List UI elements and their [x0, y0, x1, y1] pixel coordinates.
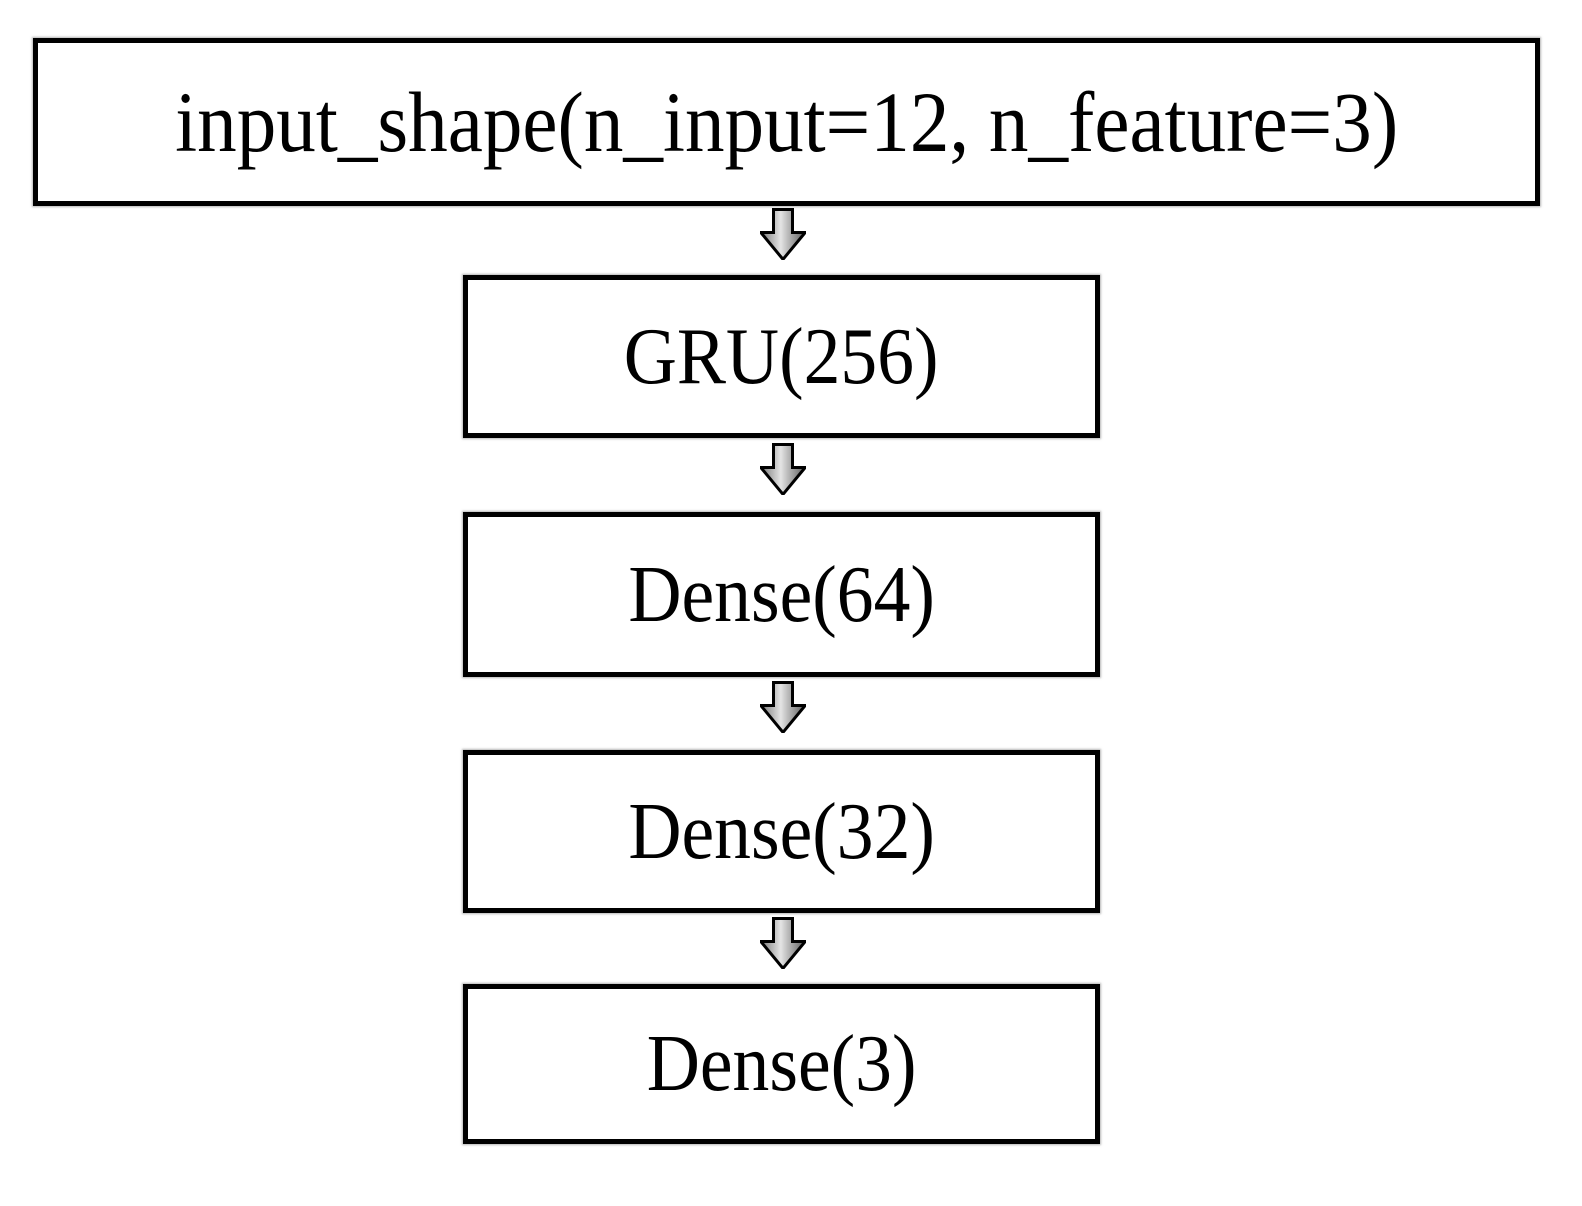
node-dense-64[interactable]: Dense(64)	[463, 512, 1100, 677]
node-dense-3-label: Dense(3)	[646, 1020, 917, 1108]
arrow-down-icon	[760, 208, 806, 260]
arrow-down-icon	[760, 681, 806, 733]
node-input-shape[interactable]: input_shape(n_input=12, n_feature=3)	[33, 38, 1540, 206]
node-dense-64-label: Dense(64)	[628, 550, 935, 639]
node-gru-label: GRU(256)	[624, 312, 939, 401]
node-dense-32[interactable]: Dense(32)	[463, 750, 1100, 913]
node-input-shape-label: input_shape(n_input=12, n_feature=3)	[174, 73, 1398, 170]
arrow-down-icon	[760, 917, 806, 969]
arrow-down-icon	[760, 443, 806, 495]
node-dense-3[interactable]: Dense(3)	[463, 984, 1100, 1144]
node-dense-32-label: Dense(32)	[628, 787, 935, 876]
node-gru[interactable]: GRU(256)	[463, 275, 1100, 438]
